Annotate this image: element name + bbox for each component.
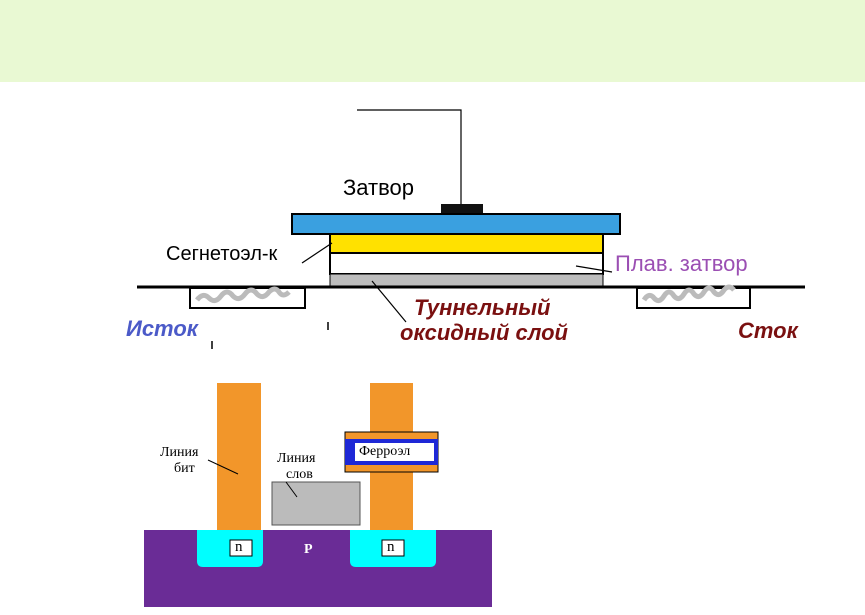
p-label: P bbox=[304, 542, 313, 557]
tunnel-oxide-label-line2: оксидный слой bbox=[400, 320, 568, 345]
floating-gate-layer bbox=[329, 252, 604, 275]
fefet-structure bbox=[137, 109, 805, 349]
floating-gate-leader bbox=[575, 265, 613, 273]
tunnel-oxide-label-line1: Туннельный bbox=[414, 295, 551, 320]
n-label-box-left bbox=[229, 539, 253, 557]
bit-line-label-line2: бит bbox=[174, 461, 195, 476]
ferroelectric-layer bbox=[329, 233, 604, 254]
bit-line-pillar bbox=[217, 383, 261, 530]
source-label: Исток bbox=[126, 316, 198, 341]
memory-cell bbox=[144, 383, 492, 607]
bit-line-leader bbox=[207, 459, 239, 475]
ferro-label: Ферроэл bbox=[359, 444, 411, 459]
source-region bbox=[189, 287, 306, 309]
gate-contact bbox=[441, 204, 483, 214]
header-banner bbox=[0, 0, 865, 82]
ferroelectric-label: Сегнетоэл-к bbox=[166, 243, 278, 265]
floating-gate-label: Плав. затвор bbox=[615, 251, 748, 276]
word-line-block bbox=[271, 481, 361, 526]
gate-label: Затвор bbox=[343, 175, 415, 200]
ferro-capacitor-core bbox=[355, 443, 434, 461]
ferroelectric-leader bbox=[301, 242, 333, 264]
gate-electrode bbox=[291, 213, 621, 235]
n-label-left: n bbox=[235, 539, 243, 555]
word-line-label-line2: слов bbox=[286, 467, 313, 482]
word-line-label-line1: Линия bbox=[277, 451, 316, 466]
gate-wire bbox=[357, 109, 462, 206]
drain-texture bbox=[641, 284, 736, 304]
tunnel-oxide-layer bbox=[329, 273, 604, 288]
tunnel-oxide-leader bbox=[371, 280, 407, 323]
bit-line-label-line1: Линия bbox=[160, 445, 199, 460]
source-texture bbox=[195, 286, 291, 304]
drain-label: Сток bbox=[738, 318, 798, 343]
n-label-right: n bbox=[387, 539, 395, 555]
n-label-box-right bbox=[381, 539, 405, 557]
p-substrate bbox=[144, 530, 492, 607]
word-line-leader bbox=[285, 481, 298, 498]
